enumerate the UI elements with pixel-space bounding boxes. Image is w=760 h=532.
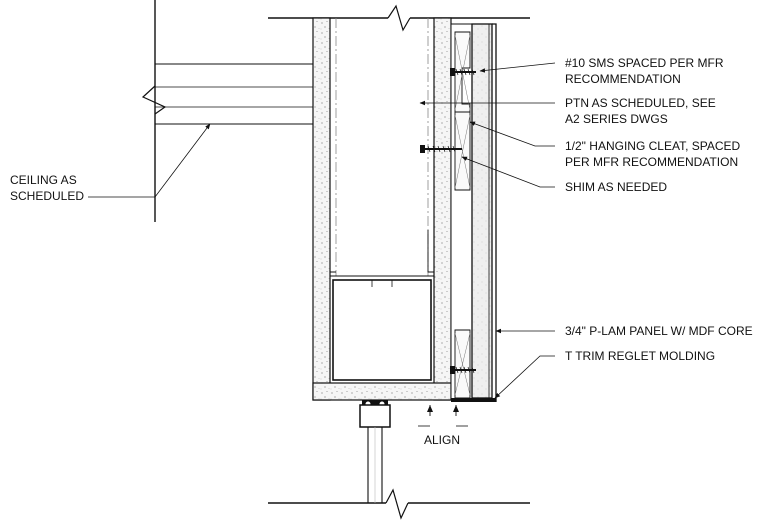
label-panel: 3/4" P-LAM PANEL W/ MDF CORE	[565, 324, 753, 338]
screw-upper	[450, 68, 476, 76]
screw-lower	[450, 366, 476, 374]
align-dimension	[418, 405, 468, 427]
label-align: ALIGN	[424, 433, 460, 447]
leader-lines	[88, 62, 556, 399]
leader-sms	[479, 62, 556, 73]
bottom-structure-break	[268, 488, 530, 520]
label-ceiling-line1: CEILING AS	[10, 173, 77, 187]
label-cleat-line1: 1/2" HANGING CLEAT, SPACED	[565, 139, 741, 153]
bottom-track-fastener	[359, 400, 391, 503]
label-sms-line2: RECOMMENDATION	[565, 72, 681, 86]
label-ptn-line1: PTN AS SCHEDULED, SEE	[565, 96, 716, 110]
partition-wall	[312, 17, 452, 401]
label-trim: T TRIM REGLET MOLDING	[565, 349, 715, 363]
panel-assembly	[450, 23, 497, 402]
label-cleat-line2: PER MFR RECOMMENDATION	[565, 155, 738, 169]
leader-ceiling	[88, 123, 211, 198]
label-shim: SHIM AS NEEDED	[565, 180, 667, 194]
label-sms-line1: #10 SMS SPACED PER MFR	[565, 56, 724, 70]
label-ptn-line2: A2 SERIES DWGS	[565, 112, 668, 126]
ceiling	[141, 0, 313, 222]
annotations: CEILING AS SCHEDULED #10 SMS SPACED PER …	[10, 56, 753, 447]
leader-trim	[494, 355, 555, 399]
leader-shim	[461, 156, 555, 188]
sms-screws	[420, 68, 476, 374]
screw-cleat	[420, 145, 462, 153]
label-ceiling-line2: SCHEDULED	[10, 189, 84, 203]
leader-cleat	[469, 121, 555, 147]
